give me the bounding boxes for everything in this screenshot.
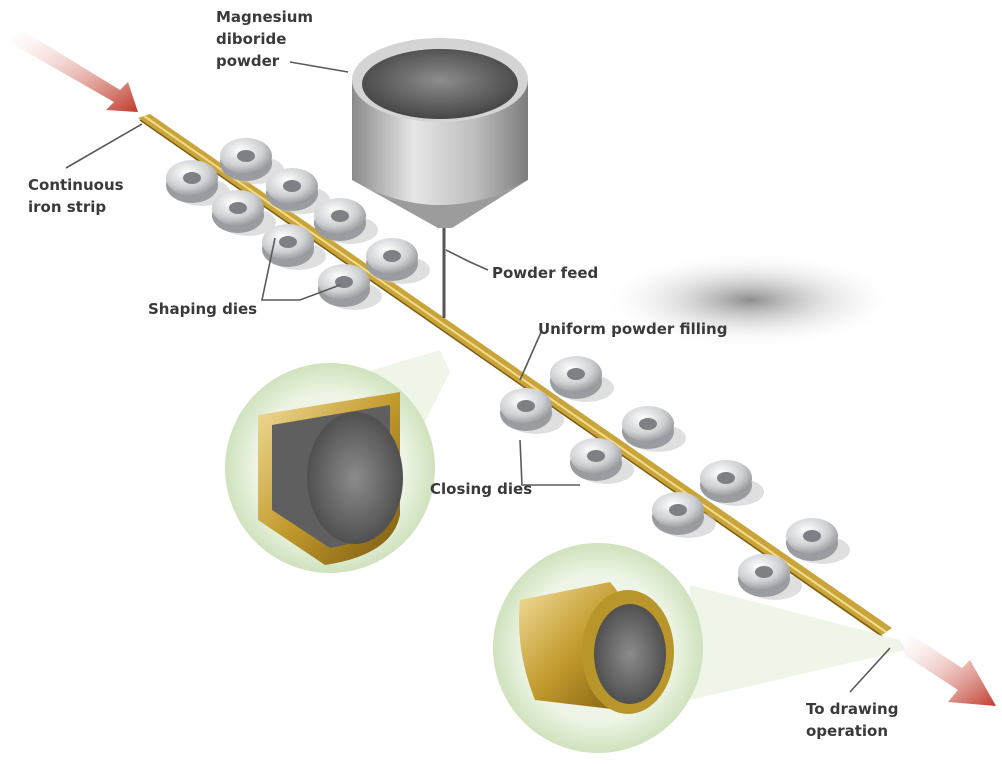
leader-lines: [65, 61, 891, 693]
shaping-die: [266, 168, 330, 214]
shaping-die: [318, 264, 382, 310]
powder-feed-label: Powder feed: [492, 264, 598, 282]
powder-label: Magnesium diboride powder: [216, 8, 318, 70]
strip-label: Continuous iron strip: [28, 176, 129, 216]
inset-closed-tube: [493, 543, 905, 753]
closing-die: [738, 554, 802, 600]
inset-open-channel: [225, 350, 450, 573]
closing-die: [700, 460, 764, 506]
shaping-die: [314, 198, 378, 244]
closing-dies-group: [500, 356, 850, 600]
closing-die: [570, 438, 634, 484]
shaping-die: [366, 238, 430, 284]
closing-dies-label: Closing dies: [430, 480, 532, 498]
drawing-label: To drawing operation: [806, 700, 904, 740]
shaping-dies-label: Shaping dies: [148, 300, 257, 318]
uniform-filling-label: Uniform powder filling: [538, 320, 727, 338]
closing-die: [652, 492, 716, 538]
closing-die: [550, 356, 614, 402]
powder-hopper: [352, 38, 528, 318]
shaping-dies-group: [166, 138, 430, 310]
output-arrow: [900, 634, 996, 706]
closing-die: [500, 388, 564, 434]
input-arrow: [10, 30, 138, 112]
shaping-die: [212, 190, 276, 236]
closing-die: [786, 518, 850, 564]
hopper-shadow: [600, 252, 900, 348]
closing-die: [622, 406, 686, 452]
